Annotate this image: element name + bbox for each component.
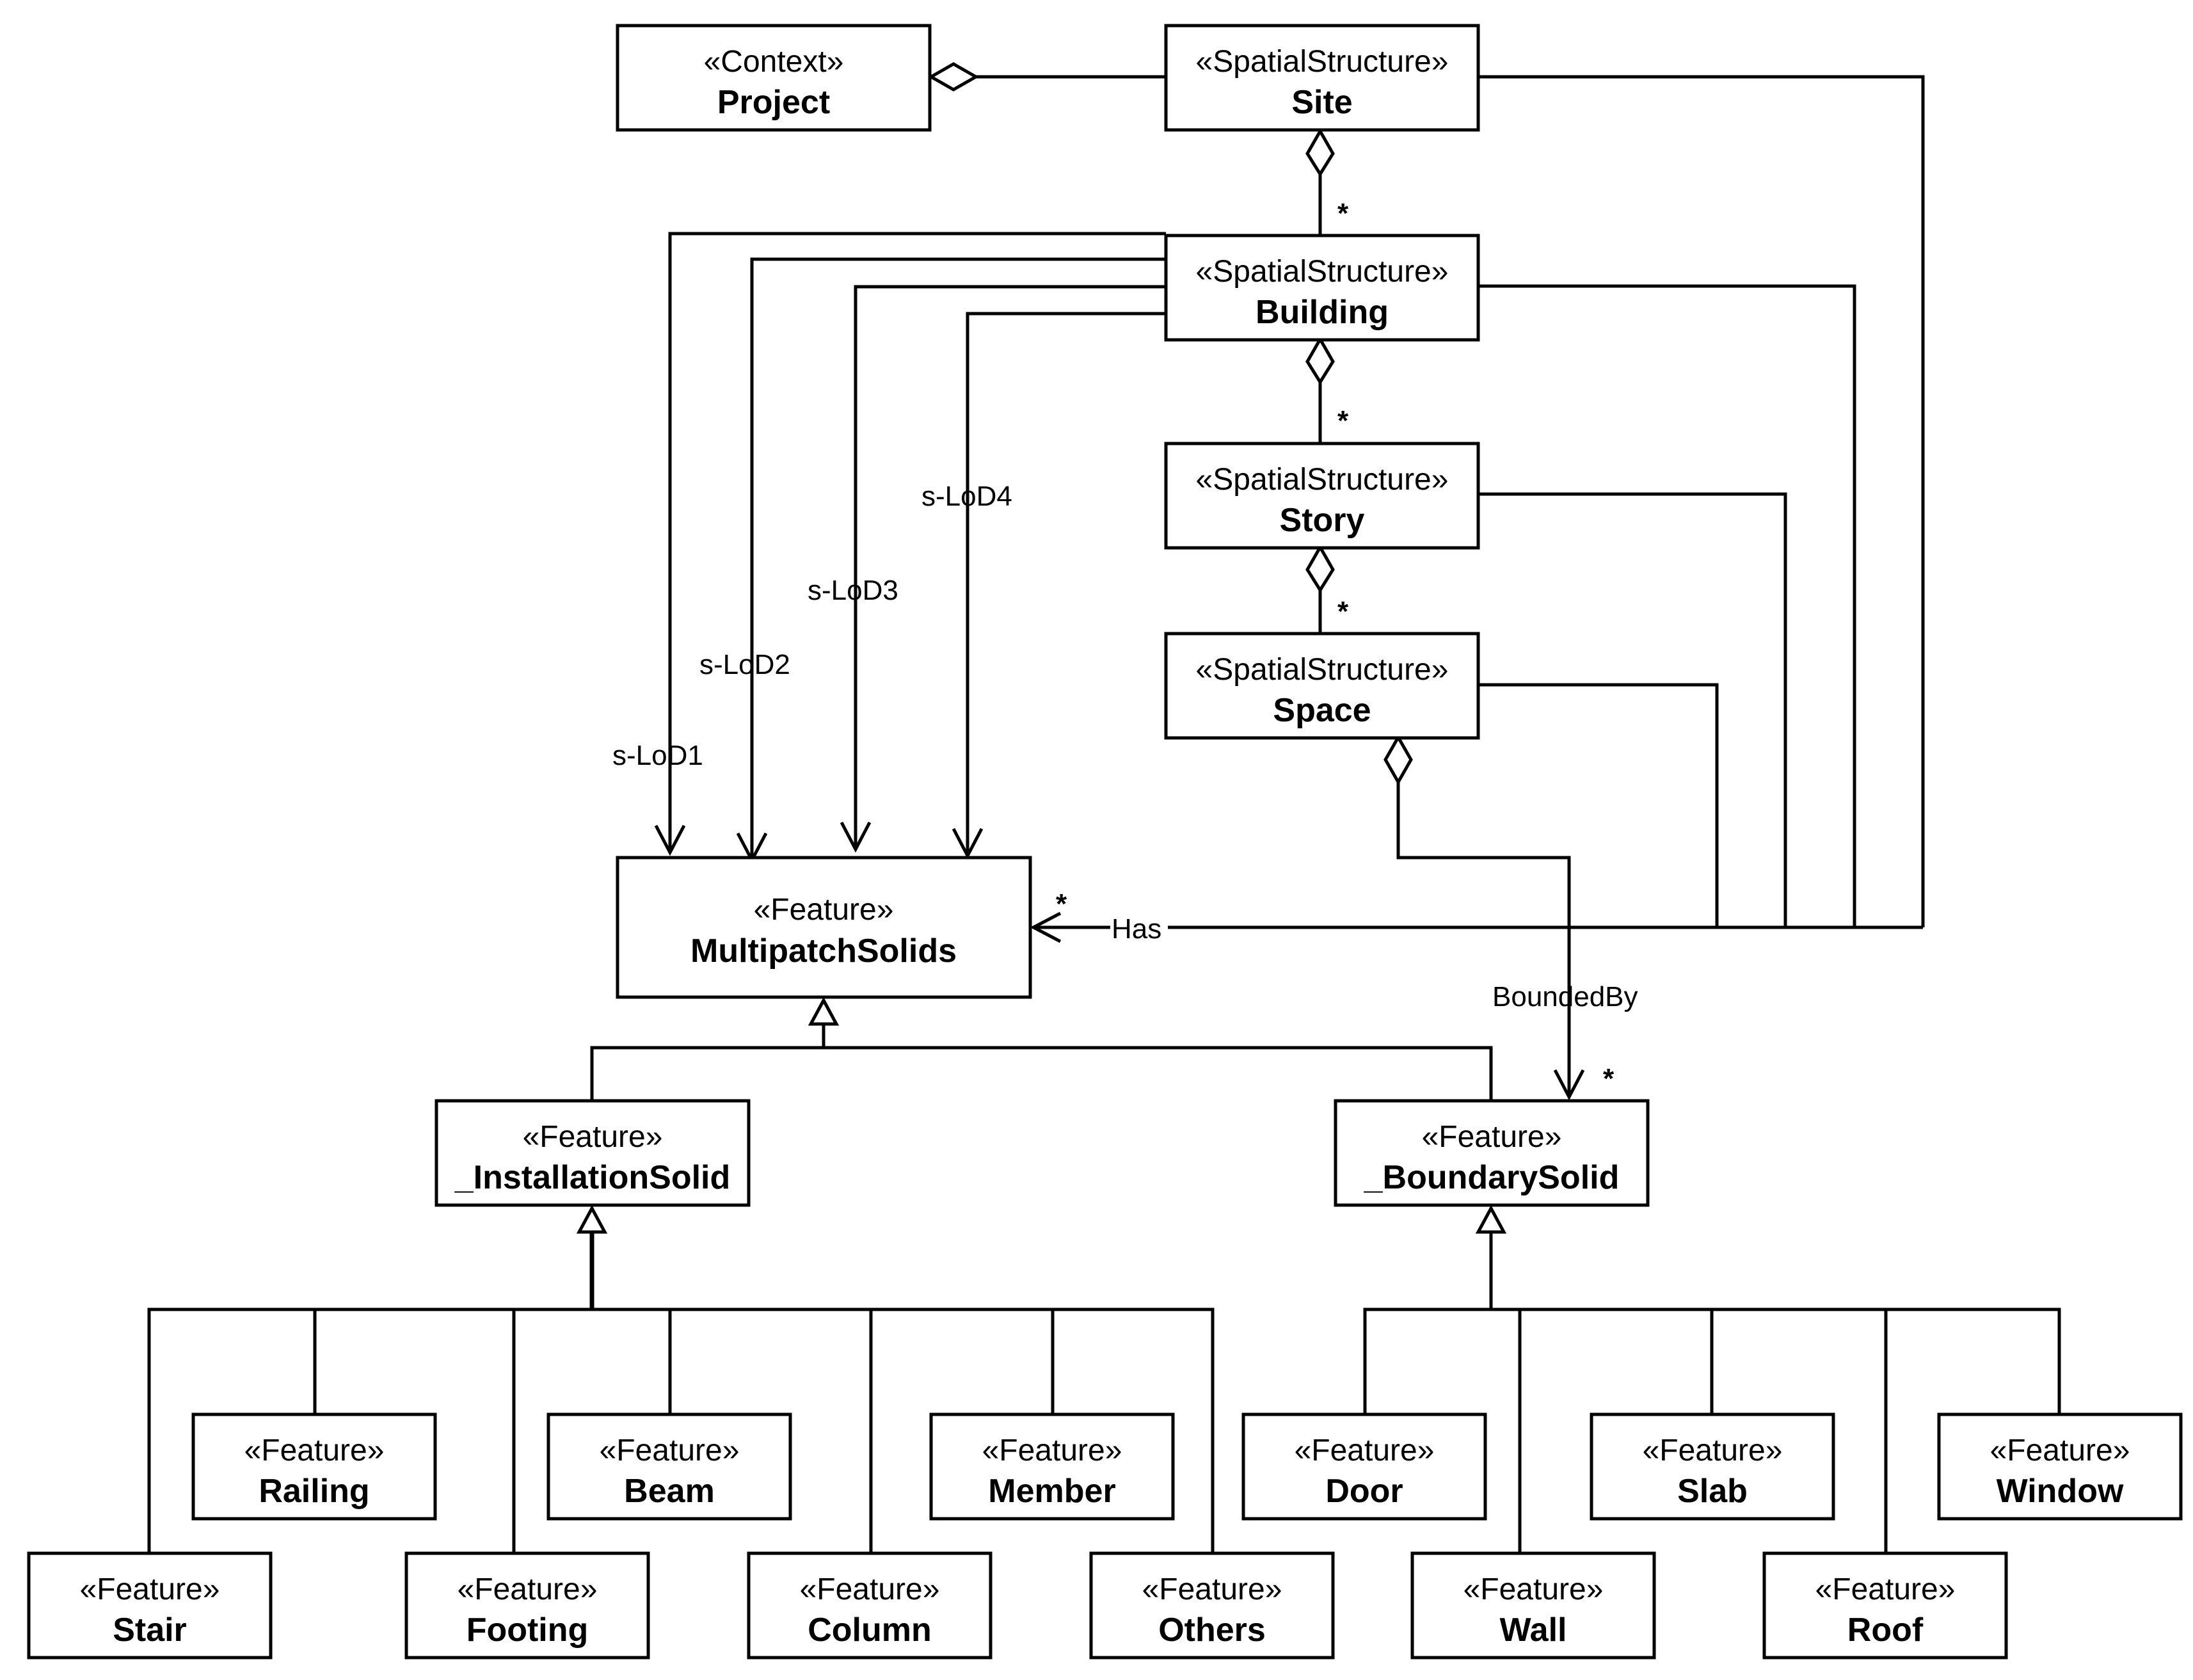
- arrowhead: [1553, 1069, 1585, 1101]
- class-name: Story: [1280, 502, 1365, 539]
- label-s-lod4: s-LoD4: [921, 481, 1012, 512]
- class-name: _BoundarySolid: [1364, 1159, 1620, 1196]
- class-name: Project: [717, 84, 830, 121]
- multiplicity-building-story: *: [1337, 405, 1349, 436]
- arrowhead: [952, 828, 984, 860]
- stereotype-label: «Feature»: [1422, 1120, 1562, 1154]
- class-window[interactable]: «Feature» Window: [1937, 1412, 2183, 1521]
- aggregation-project-site: [927, 62, 1168, 92]
- aggregation-diamond: [927, 62, 980, 92]
- class-name: Stair: [113, 1612, 187, 1649]
- label-s-lod1: s-LoD1: [612, 740, 703, 771]
- label-s-lod3: s-LoD3: [808, 575, 898, 606]
- class-name: MultipatchSolids: [690, 932, 957, 970]
- association-s-lod2: [736, 257, 1166, 864]
- association-s-lod4: [952, 312, 1166, 860]
- generalization-triangle: [808, 996, 840, 1026]
- arrowhead: [654, 824, 686, 856]
- class-name: Others: [1158, 1612, 1266, 1649]
- stereotype-label: «Feature»: [982, 1434, 1122, 1468]
- stereotype-label: «Feature»: [1643, 1434, 1783, 1468]
- class-slab[interactable]: «Feature» Slab: [1590, 1412, 1835, 1521]
- class-site[interactable]: «SpatialStructure» Site: [1164, 24, 1480, 132]
- stereotype-label: «Feature»: [600, 1434, 740, 1468]
- class-beam[interactable]: «Feature» Beam: [546, 1412, 792, 1521]
- class-name: Roof: [1847, 1612, 1924, 1649]
- label-s-lod2: s-LoD2: [699, 649, 790, 680]
- aggregation-diamond: [1305, 335, 1335, 385]
- stereotype-label: «Feature»: [1295, 1434, 1435, 1468]
- class-roof[interactable]: «Feature» Roof: [1762, 1551, 2008, 1660]
- stereotype-label: «Feature»: [458, 1572, 598, 1606]
- aggregation-site-building: [1305, 127, 1335, 236]
- stereotype-label: «Feature»: [1142, 1572, 1282, 1606]
- label-boundedby: BoundedBy: [1492, 981, 1638, 1012]
- class-name: Railing: [259, 1473, 369, 1510]
- multiplicity-story-space: *: [1337, 596, 1349, 627]
- association-s-lod1: [654, 232, 1166, 856]
- class-name: _InstallationSolid: [454, 1159, 731, 1196]
- class-story[interactable]: «SpatialStructure» Story: [1164, 442, 1480, 550]
- generalization-installation: [147, 1204, 1215, 1553]
- association-s-lod3: [840, 285, 1166, 853]
- class-door[interactable]: «Feature» Door: [1241, 1412, 1487, 1521]
- class-name: Door: [1325, 1473, 1403, 1510]
- class-name: Footing: [467, 1612, 589, 1649]
- stereotype-label: «Feature»: [754, 893, 894, 927]
- stereotype-label: «SpatialStructure»: [1196, 45, 1449, 79]
- class-name: Wall: [1500, 1612, 1567, 1649]
- class-name: Slab: [1677, 1473, 1748, 1510]
- stereotype-label: «SpatialStructure»: [1196, 653, 1449, 687]
- class-wall[interactable]: «Feature» Wall: [1410, 1551, 1656, 1660]
- arrowhead: [1030, 911, 1062, 943]
- class-installationsolid[interactable]: «Feature» _InstallationSolid: [435, 1099, 751, 1207]
- class-name: Space: [1273, 692, 1371, 729]
- arrowhead: [840, 821, 872, 853]
- stereotype-label: «SpatialStructure»: [1196, 463, 1449, 497]
- aggregation-building-story: [1305, 335, 1335, 444]
- generalization-triangle: [576, 1204, 608, 1234]
- stereotype-label: «Feature»: [523, 1120, 663, 1154]
- generalization-boundary: [1363, 1204, 2061, 1553]
- association-boundedby: [1384, 733, 1585, 1101]
- class-multipatchsolids[interactable]: «Feature» MultipatchSolids: [616, 856, 1032, 999]
- class-name: Column: [808, 1612, 932, 1649]
- stereotype-label: «Feature»: [1990, 1434, 2130, 1468]
- class-building[interactable]: «SpatialStructure» Building: [1164, 234, 1480, 342]
- aggregation-diamond: [1305, 127, 1335, 177]
- label-has: Has: [1112, 913, 1161, 945]
- stereotype-label: «Feature»: [1815, 1572, 1956, 1606]
- class-name: Beam: [624, 1473, 715, 1510]
- aggregation-story-space: [1305, 543, 1335, 634]
- stereotype-label: «SpatialStructure»: [1196, 255, 1449, 289]
- multiplicity-boundedby: *: [1603, 1063, 1615, 1094]
- stereotype-label: «Feature»: [800, 1572, 940, 1606]
- aggregation-diamond: [1305, 543, 1335, 593]
- aggregation-diamond: [1384, 733, 1413, 786]
- association-has: [1030, 75, 1925, 943]
- class-footing[interactable]: «Feature» Footing: [404, 1551, 650, 1660]
- class-others[interactable]: «Feature» Others: [1089, 1551, 1335, 1660]
- stereotype-label: «Feature»: [244, 1434, 385, 1468]
- class-space[interactable]: «SpatialStructure» Space: [1164, 632, 1480, 740]
- stereotype-label: «Feature»: [80, 1572, 220, 1606]
- class-stair[interactable]: «Feature» Stair: [27, 1551, 273, 1660]
- class-name: Window: [1997, 1473, 2124, 1510]
- class-name: Site: [1291, 84, 1352, 121]
- class-column[interactable]: «Feature» Column: [747, 1551, 993, 1660]
- generalization-multipatch: [590, 996, 1493, 1101]
- class-railing[interactable]: «Feature» Railing: [191, 1412, 437, 1521]
- class-name: Building: [1256, 294, 1389, 331]
- generalization-triangle: [1475, 1204, 1507, 1234]
- class-member[interactable]: «Feature» Member: [929, 1412, 1175, 1521]
- class-boundarysolid[interactable]: «Feature» _BoundarySolid: [1334, 1099, 1650, 1207]
- class-project[interactable]: «Context» Project: [616, 24, 932, 132]
- stereotype-label: «Feature»: [1463, 1572, 1604, 1606]
- multiplicity-has: *: [1056, 888, 1067, 920]
- class-name: Member: [988, 1473, 1115, 1510]
- multiplicity-site-building: *: [1337, 198, 1349, 229]
- stereotype-label: «Context»: [704, 45, 844, 79]
